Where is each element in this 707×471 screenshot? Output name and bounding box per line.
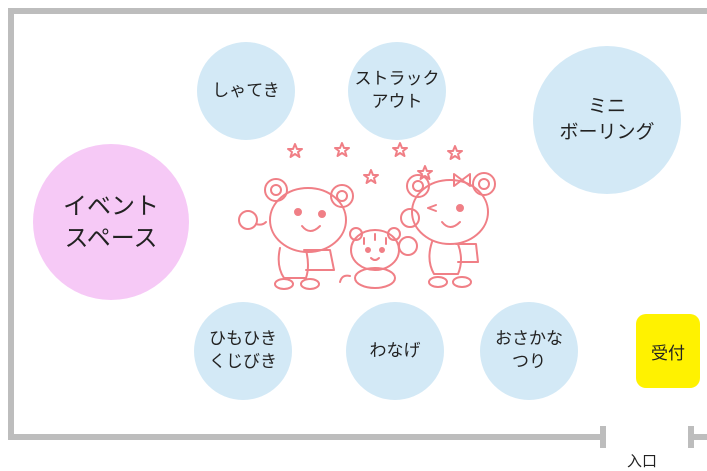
booth-wanage: わなげ bbox=[346, 302, 444, 400]
wall-top bbox=[8, 8, 707, 14]
entrance-post-left bbox=[600, 426, 606, 448]
booth-struckout: ストラック アウト bbox=[348, 42, 446, 140]
mascot-illustration bbox=[238, 142, 496, 290]
booth-struckout-label: ストラック アウト bbox=[354, 69, 440, 112]
reception-label: 受付 bbox=[651, 343, 685, 364]
wall-bottom bbox=[8, 434, 606, 440]
booth-event-space-label: イベント スペース bbox=[63, 191, 159, 252]
star-icon bbox=[363, 169, 379, 184]
star-icon bbox=[447, 145, 463, 160]
star-icon bbox=[334, 142, 350, 157]
star-icon bbox=[392, 142, 408, 157]
star-icon bbox=[287, 143, 303, 158]
booth-event-space: イベント スペース bbox=[33, 144, 189, 300]
booth-wanage-label: わなげ bbox=[369, 340, 421, 361]
bear-icon bbox=[400, 172, 496, 288]
bear-icon bbox=[238, 178, 354, 290]
booth-himohiki-label: ひもひき くじびき bbox=[209, 329, 277, 372]
booth-mini-bowling: ミニ ボーリング bbox=[533, 46, 681, 194]
wall-bottom-right bbox=[688, 434, 707, 440]
tiger-icon bbox=[339, 227, 418, 289]
booth-osakana-label: おさかな つり bbox=[495, 329, 563, 372]
star-icon bbox=[417, 165, 433, 180]
reception-desk: 受付 bbox=[636, 314, 700, 388]
booth-shateki: しゃてき bbox=[197, 42, 295, 140]
entrance-label: 入口 bbox=[627, 452, 658, 470]
booth-osakana: おさかな つり bbox=[480, 302, 578, 400]
wall-left bbox=[8, 8, 14, 440]
booth-shateki-label: しゃてき bbox=[212, 80, 280, 101]
booth-himohiki: ひもひき くじびき bbox=[194, 302, 292, 400]
booth-mini-bowling-label: ミニ ボーリング bbox=[559, 95, 655, 143]
